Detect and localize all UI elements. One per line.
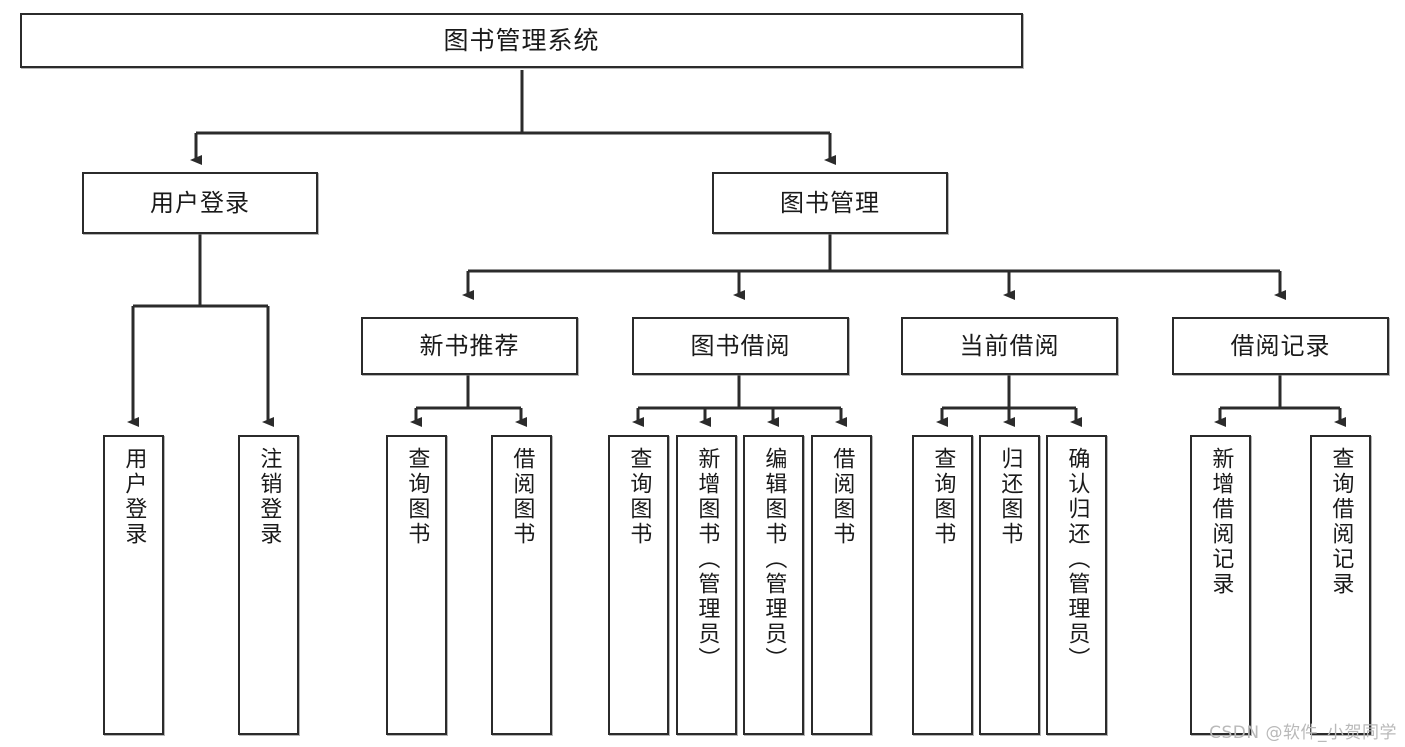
leaf-new-book-rec-0[interactable]: 查询图书 [386, 435, 447, 735]
leaf-label: 查询借阅记录 [1328, 447, 1354, 597]
leaf-book-borrow-0[interactable]: 查询图书 [608, 435, 669, 735]
leaf-user-login-0[interactable]: 用户登录 [103, 435, 164, 735]
node-user-login[interactable]: 用户登录 [82, 172, 318, 234]
node-borrow-record[interactable]: 借阅记录 [1172, 317, 1389, 375]
leaf-label: 确认归还（管理员） [1064, 447, 1090, 672]
leaf-book-borrow-3[interactable]: 借阅图书 [811, 435, 872, 735]
leaf-new-book-rec-1[interactable]: 借阅图书 [491, 435, 552, 735]
leaf-label: 归还图书 [997, 447, 1023, 547]
node-root-system[interactable]: 图书管理系统 [20, 13, 1023, 68]
leaf-label: 查询图书 [930, 447, 956, 547]
leaf-current-borrow-0[interactable]: 查询图书 [912, 435, 973, 735]
leaf-book-borrow-1[interactable]: 新增图书（管理员） [676, 435, 737, 735]
node-label: 新书推荐 [419, 331, 520, 360]
leaf-label: 借阅图书 [509, 447, 535, 547]
leaf-label: 新增借阅记录 [1208, 447, 1234, 597]
leaf-label: 用户登录 [121, 447, 147, 547]
node-label: 图书管理系统 [443, 25, 600, 55]
leaf-current-borrow-2[interactable]: 确认归还（管理员） [1046, 435, 1107, 735]
node-label: 借阅记录 [1230, 331, 1331, 360]
leaf-label: 注销登录 [256, 447, 282, 547]
leaf-label: 新增图书（管理员） [694, 447, 720, 672]
leaf-borrow-record-0[interactable]: 新增借阅记录 [1190, 435, 1251, 735]
leaf-label: 查询图书 [404, 447, 430, 547]
node-book-management[interactable]: 图书管理 [712, 172, 948, 234]
node-book-borrow[interactable]: 图书借阅 [632, 317, 849, 375]
node-new-book-recommend[interactable]: 新书推荐 [361, 317, 578, 375]
leaf-user-login-1[interactable]: 注销登录 [238, 435, 299, 735]
node-current-borrow[interactable]: 当前借阅 [901, 317, 1118, 375]
leaf-borrow-record-1[interactable]: 查询借阅记录 [1310, 435, 1371, 735]
leaf-current-borrow-1[interactable]: 归还图书 [979, 435, 1040, 735]
leaf-book-borrow-2[interactable]: 编辑图书（管理员） [743, 435, 804, 735]
leaf-label: 编辑图书（管理员） [761, 447, 787, 672]
node-label: 用户登录 [150, 188, 250, 217]
node-label: 图书借阅 [690, 331, 791, 360]
leaf-label: 查询图书 [626, 447, 652, 547]
node-label: 当前借阅 [959, 331, 1060, 360]
node-label: 图书管理 [780, 188, 880, 217]
leaf-label: 借阅图书 [829, 447, 855, 547]
